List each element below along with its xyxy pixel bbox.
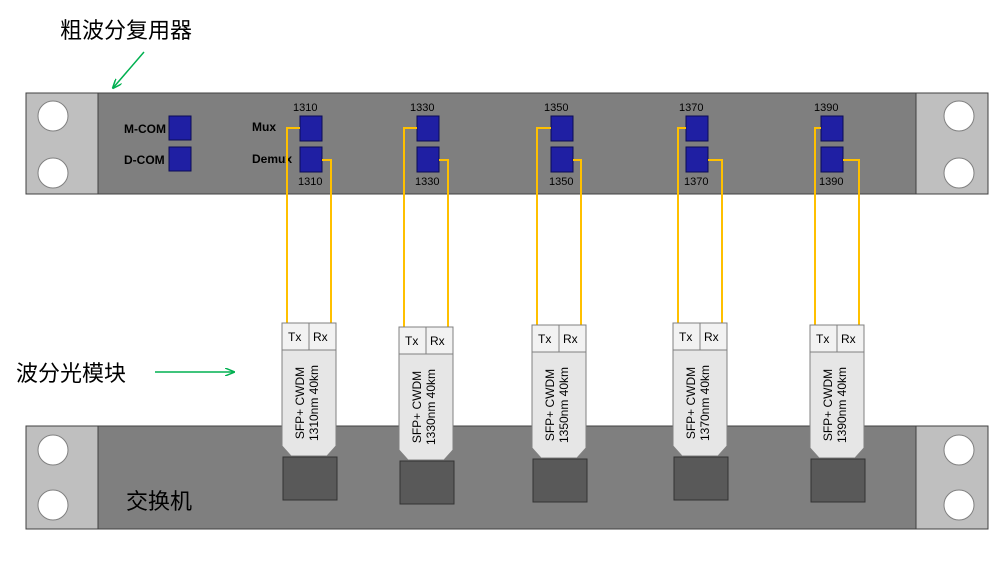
module-spec-label: 1350nm 40km [557, 367, 571, 443]
mux-port[interactable] [550, 115, 574, 142]
module-type-label: SFP+ CWDM [410, 371, 424, 443]
switch-port-cage [399, 460, 455, 505]
rx-label: Rx [704, 330, 719, 344]
mux-screw-hole [943, 100, 975, 132]
demux-port[interactable] [299, 146, 323, 173]
mux-port-wavelength: 1310 [293, 102, 317, 114]
mux-port-wavelength: 1350 [544, 102, 568, 114]
module-type-label: SFP+ CWDM [543, 369, 557, 441]
rx-label: Rx [430, 334, 445, 348]
demux-port-wavelength: 1330 [415, 176, 439, 188]
rx-fiber [322, 159, 332, 337]
d-com-label: D-COM [124, 153, 165, 167]
m-com-port[interactable] [168, 115, 192, 141]
tx-fiber [536, 127, 551, 339]
rx-port[interactable] [308, 322, 337, 351]
module-spec-label: 1390nm 40km [835, 367, 849, 443]
tx-fiber [677, 127, 686, 337]
mux-screw-hole [37, 100, 69, 132]
rx-label: Rx [313, 330, 328, 344]
mux-front-panel [97, 92, 917, 195]
switch-port-cage [673, 456, 729, 501]
demux-port-wavelength: 1370 [684, 176, 708, 188]
rx-label: Rx [841, 332, 856, 346]
switch-port-cage [532, 458, 588, 503]
mux-chassis: M-COM D-COM Mux Demux [25, 92, 989, 195]
module-type-label: SFP+ CWDM [821, 369, 835, 441]
switch-front-panel [97, 425, 917, 530]
demux-port[interactable] [550, 146, 574, 173]
mux-port[interactable] [685, 115, 709, 142]
switch-port-cage [282, 456, 338, 501]
mux-device-label: 粗波分复用器 [60, 19, 192, 44]
switch-screw-hole [37, 434, 69, 466]
d-com-port[interactable] [168, 146, 192, 172]
m-com-label: M-COM [124, 122, 166, 136]
rx-fiber [708, 159, 723, 337]
mux-label: Mux [252, 120, 276, 134]
demux-port[interactable] [820, 146, 844, 173]
mux-screw-hole [943, 157, 975, 189]
demux-port[interactable] [416, 146, 440, 173]
mux-port-wavelength: 1370 [679, 102, 703, 114]
module-spec-label: 1310nm 40km [307, 365, 321, 441]
module-label: 波分光模块 [16, 362, 126, 387]
mux-screw-hole [37, 157, 69, 189]
module-spec-label: 1370nm 40km [698, 365, 712, 441]
rx-fiber [843, 159, 860, 339]
rx-fiber [573, 159, 582, 339]
tx-port[interactable] [531, 324, 560, 353]
demux-port-wavelength: 1390 [819, 176, 843, 188]
tx-label: Tx [288, 330, 301, 344]
tx-fiber [286, 127, 300, 337]
rx-port[interactable] [836, 324, 865, 353]
mux-port[interactable] [299, 115, 323, 142]
switch-screw-hole [943, 489, 975, 521]
tx-label: Tx [538, 332, 551, 346]
tx-port[interactable] [809, 324, 838, 353]
module-spec-label: 1330nm 40km [424, 369, 438, 445]
mux-port[interactable] [416, 115, 440, 142]
tx-fiber [814, 127, 821, 339]
mux-port-wavelength: 1390 [814, 102, 838, 114]
tx-label: Tx [816, 332, 829, 346]
demux-port-wavelength: 1310 [298, 176, 322, 188]
tx-fiber [403, 127, 417, 341]
tx-port[interactable] [672, 322, 701, 351]
switch-screw-hole [37, 489, 69, 521]
tx-label: Tx [679, 330, 692, 344]
rx-port[interactable] [558, 324, 587, 353]
demux-port-wavelength: 1350 [549, 176, 573, 188]
switch-port-cage [810, 458, 866, 503]
mux-port-wavelength: 1330 [410, 102, 434, 114]
rx-port[interactable] [425, 326, 454, 355]
rx-port[interactable] [699, 322, 728, 351]
tx-port[interactable] [398, 326, 427, 355]
switch-screw-hole [943, 434, 975, 466]
module-type-label: SFP+ CWDM [684, 367, 698, 439]
mux-port[interactable] [820, 115, 844, 142]
rx-fiber [439, 159, 449, 341]
tx-label: Tx [405, 334, 418, 348]
switch-label: 交换机 [126, 490, 192, 515]
module-type-label: SFP+ CWDM [293, 367, 307, 439]
demux-port[interactable] [685, 146, 709, 173]
switch-chassis: 交换机 [25, 425, 989, 530]
demux-label: Demux [252, 152, 292, 166]
mux-arrow-icon [113, 51, 145, 88]
rx-label: Rx [563, 332, 578, 346]
